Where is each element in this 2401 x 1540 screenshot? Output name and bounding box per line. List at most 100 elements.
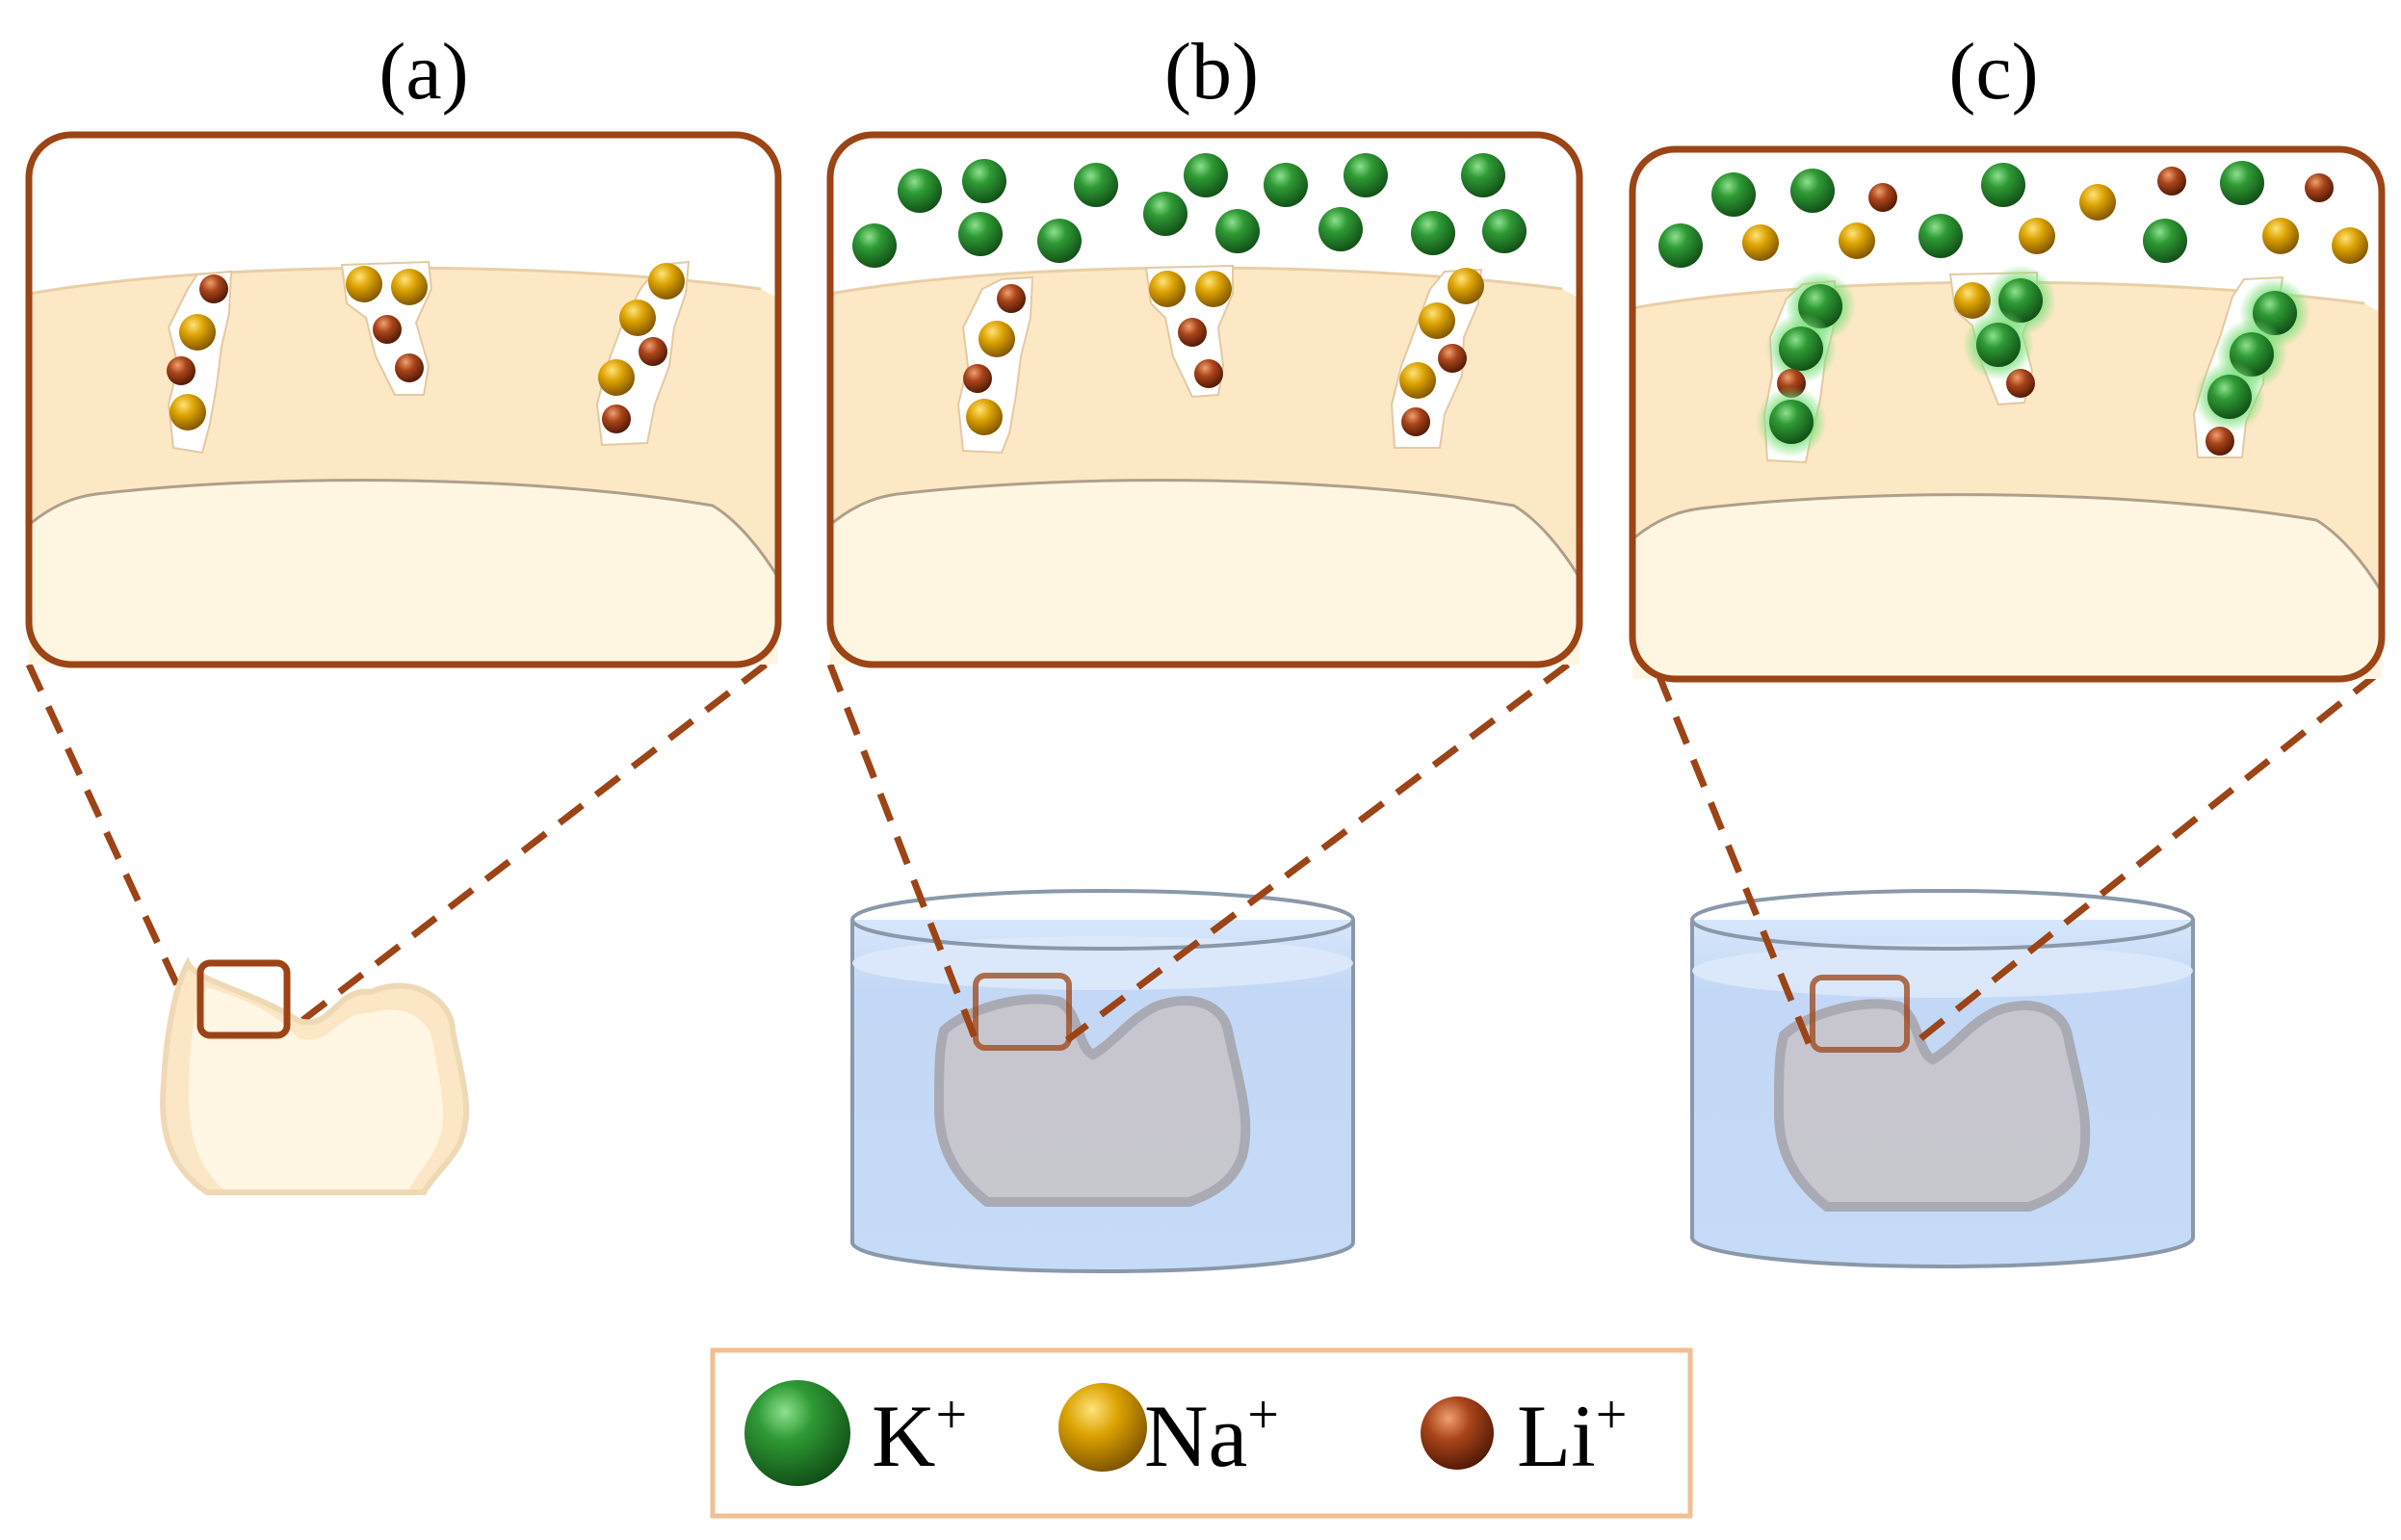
ions-inset-a <box>167 263 685 433</box>
legend-na-symbol: Na <box>1144 1387 1247 1485</box>
na-ion <box>1149 271 1186 307</box>
li-ion-pore <box>2205 427 2234 456</box>
k-ion-solution <box>1037 219 1082 263</box>
k-ion-solution <box>852 223 897 268</box>
legend-k-charge: + <box>935 1383 967 1446</box>
na-ion-solution <box>1839 222 1875 259</box>
k-ion-solution <box>1184 153 1228 197</box>
beaker-b <box>850 889 1355 1273</box>
na-ion <box>346 266 382 302</box>
k-ion-solution <box>1344 153 1388 197</box>
na-ion <box>648 263 685 300</box>
li-ion <box>639 337 667 366</box>
na-ion <box>979 321 1015 357</box>
na-ion <box>1419 302 1455 339</box>
li-ion <box>1178 318 1207 347</box>
k-ion-solution <box>1790 169 1835 213</box>
panel-b <box>826 131 1583 1273</box>
li-ion-solution <box>1868 183 1897 212</box>
legend-item-na: Na+ <box>1058 1383 1279 1485</box>
na-ion <box>1195 271 1232 307</box>
k-ion-pore <box>1976 323 2021 367</box>
svg-text:K+: K+ <box>872 1383 967 1485</box>
inset-frame-a <box>25 131 782 668</box>
k-ion-solution <box>2220 161 2264 205</box>
li-ion-pore <box>2006 369 2035 398</box>
li-ion <box>373 315 402 344</box>
ions-inset-b <box>852 153 1527 436</box>
li-ion-solution <box>2157 167 2186 196</box>
na-ion <box>966 399 1003 435</box>
tooth-a <box>160 956 470 1195</box>
li-ion <box>1438 344 1467 373</box>
li-ion <box>1401 407 1430 436</box>
inset-b <box>826 131 1583 668</box>
zoom-lines-c <box>1655 671 2380 1055</box>
na-ion-solution <box>2019 218 2055 254</box>
k-ion-solution <box>1264 163 1308 207</box>
k-ion-solution <box>1711 172 1756 217</box>
zoom-box-c <box>1810 975 1910 1053</box>
k-ion-solution <box>1143 192 1187 236</box>
na-ion-swatch <box>1058 1383 1147 1472</box>
na-ion-solution <box>2079 184 2116 221</box>
beaker-c <box>1690 889 2195 1268</box>
inset-frame-c <box>1629 145 2386 683</box>
na-ion <box>179 314 216 351</box>
na-ion <box>1448 268 1484 304</box>
zoom-box-b <box>973 973 1072 1051</box>
ions-inset-c <box>1658 161 2368 457</box>
k-ion-solution <box>1215 209 1260 253</box>
k-ion-solution <box>962 159 1006 203</box>
legend-li-symbol: Li <box>1517 1387 1596 1485</box>
na-ion <box>391 269 428 305</box>
inset-frame-b <box>826 131 1583 668</box>
li-ion <box>199 274 228 303</box>
na-ion-solution <box>2262 218 2299 254</box>
na-ion <box>170 394 206 431</box>
na-ion-pore <box>1954 282 1991 319</box>
k-ion-solution <box>1981 163 2025 207</box>
k-ion-solution <box>2143 219 2187 263</box>
li-ion <box>602 405 631 433</box>
li-ion <box>1194 359 1223 388</box>
na-ion-solution <box>1742 224 1779 261</box>
k-ion-solution <box>898 169 942 213</box>
inset-a <box>25 131 782 668</box>
svg-text:Li+: Li+ <box>1517 1383 1627 1485</box>
k-ion-solution <box>958 212 1003 256</box>
zoom-box-a <box>196 959 291 1039</box>
k-ion-solution <box>1461 153 1505 197</box>
legend-na-charge: + <box>1247 1383 1279 1446</box>
na-ion <box>598 359 635 396</box>
zoom-lines-b <box>826 662 1571 1047</box>
li-ion <box>997 284 1026 313</box>
panel-label-b: (b) <box>1164 27 1259 117</box>
na-ion <box>1399 362 1436 399</box>
k-ion-solution <box>1482 209 1527 253</box>
k-ion-pore <box>2207 375 2252 419</box>
k-ion-pore <box>1769 400 1814 444</box>
legend-item-li: Li+ <box>1421 1383 1627 1485</box>
li-ion-solution <box>2305 173 2334 202</box>
k-ion-pore <box>1779 326 1823 371</box>
panel-label-a: (a) <box>378 27 468 117</box>
zoom-lines-a <box>25 662 769 1037</box>
legend: K+ Na+ Li+ <box>710 1347 1693 1519</box>
na-ion <box>619 300 656 336</box>
legend-item-k: K+ <box>744 1380 967 1486</box>
inset-c <box>1629 145 2386 683</box>
k-ion-swatch <box>744 1380 850 1486</box>
legend-frame <box>710 1347 1693 1519</box>
li-ion <box>167 356 196 385</box>
li-ion <box>963 364 992 393</box>
panel-label-c: (c) <box>1948 27 2038 117</box>
li-ion-swatch <box>1421 1396 1494 1470</box>
svg-text:Na+: Na+ <box>1144 1383 1279 1485</box>
k-ion-solution <box>1411 211 1455 255</box>
panel-c <box>1629 145 2386 1268</box>
na-ion-solution <box>2332 227 2368 264</box>
legend-k-symbol: K <box>872 1387 935 1485</box>
k-ion-solution <box>1658 223 1703 268</box>
